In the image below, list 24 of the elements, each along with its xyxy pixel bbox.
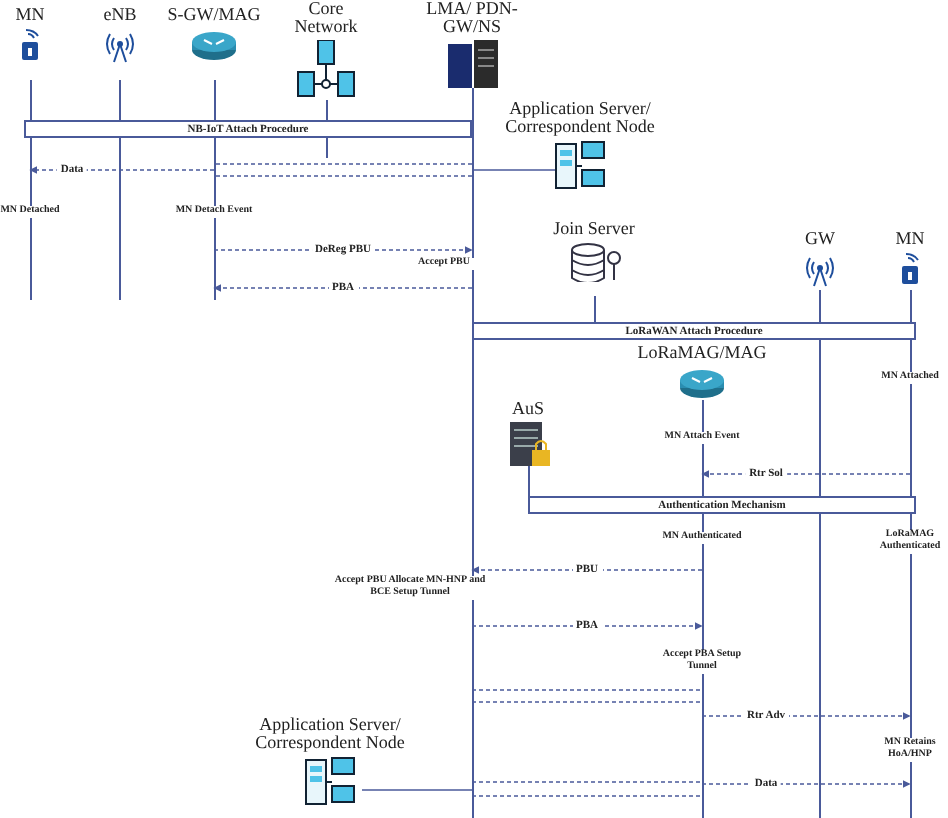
participant-label: Core Network — [292, 0, 360, 36]
message-arrow — [213, 284, 473, 292]
message-arrow — [29, 166, 215, 174]
participant-label: MN — [895, 230, 925, 248]
participant-label: GW — [805, 230, 835, 248]
participant-label: Application Server/ Correspondent Node — [253, 716, 407, 752]
connector-line — [361, 789, 473, 791]
participant-label: Join Server — [553, 220, 635, 238]
participant-label: MN — [15, 6, 45, 24]
participant-label: AuS — [511, 400, 544, 418]
message-arrow — [701, 780, 911, 788]
tunnel-line — [471, 781, 703, 797]
message-arrow — [701, 470, 911, 478]
participant-label: LMA/ PDN-GW/NS — [424, 0, 520, 36]
participant-label: Application Server/ Correspondent Node — [503, 100, 657, 136]
tunnel-line — [213, 163, 473, 177]
tunnel-line — [471, 689, 703, 703]
message-arrow — [471, 622, 703, 630]
participant-label: S-GW/MAG — [167, 6, 261, 24]
participant-label: eNB — [103, 6, 137, 24]
message-arrow — [471, 566, 703, 574]
message-arrow — [701, 712, 911, 720]
participant-label: LoRaMAG/MAG — [637, 344, 767, 362]
connector-line — [471, 169, 557, 171]
